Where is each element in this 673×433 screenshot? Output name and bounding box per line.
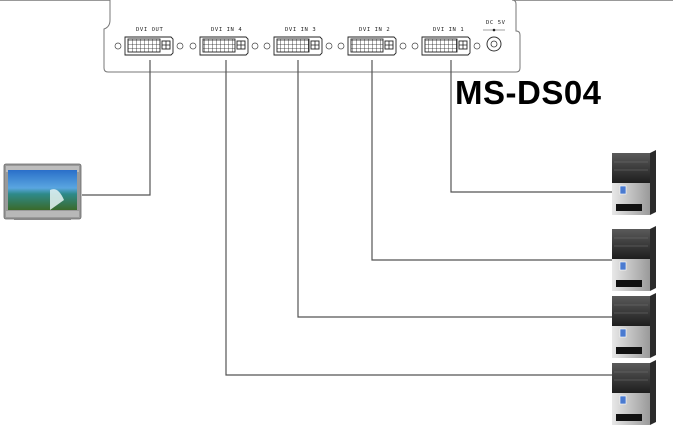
tower-pc-icon [612,150,656,215]
pc-drive-bays [612,153,650,183]
monitor-stand [14,218,71,220]
pc-badge [619,261,627,271]
computers [612,150,656,425]
wire-dvi-out-to-monitor [82,60,151,196]
dvi-analog-cross [311,41,319,49]
dvi-port-in2: DVI IN 2 [337,27,407,56]
port-label: DVI IN 3 [285,27,316,33]
pc-drive-bays [612,363,650,393]
wire-dvi-in-1 [450,60,612,193]
pc-front-slot [616,414,642,421]
pc-drive-bays [612,229,650,259]
dvi-pin-grid [424,38,458,53]
port-screw-hole-icon [114,42,122,50]
port-screw-hole-icon [325,42,333,50]
monitor-bezel-top [6,166,79,172]
wire-dvi-in-2 [371,60,612,261]
tower-pc-icon [612,226,656,291]
pc-drive-bays [612,296,650,326]
dvi-pin-grid [127,38,161,53]
tower-pc-icon [612,360,656,425]
monitor-speaker-bar [6,211,79,217]
dvi-analog-cross [459,41,467,49]
pc-badge [619,395,627,405]
switch-panel [103,0,521,73]
switch-ports: DVI OUT DVI IN 4 DVI IN 3 DVI IN 2 DVI IN 1 [114,27,481,56]
wire-dvi-in-4 [225,60,612,376]
port-label: DVI IN 2 [359,27,390,33]
port-screw-hole-icon [176,42,184,50]
monitor-screen-beach [50,189,64,210]
flat-panel-monitor-icon [3,163,82,220]
dvi-port-out: DVI OUT [114,27,184,56]
port-screw-hole-icon [189,42,197,50]
wires [82,60,612,376]
port-screw-hole-icon [399,42,407,50]
port-screw-hole-icon [411,42,419,50]
dvi-port-in3: DVI IN 3 [263,27,333,56]
pc-badge [619,185,627,195]
port-screw-hole-icon [263,42,271,50]
dvi-pin-grid [276,38,310,53]
dvi-port-in1: DVI IN 1 [411,27,481,56]
pc-badge [619,328,627,338]
port-label: DVI IN 4 [211,27,242,33]
model-name: MS-DS04 [455,74,602,111]
port-screw-hole-icon [251,42,259,50]
dvi-analog-cross [237,41,245,49]
pc-side-panel [650,360,656,425]
dvi-analog-cross [385,41,393,49]
wire-dvi-in-3 [297,60,612,318]
power-label: DC 5V [486,20,506,26]
pc-front-slot [616,280,642,287]
pc-front-slot [616,204,642,211]
dvi-pin-grid [350,38,384,53]
pc-side-panel [650,293,656,358]
power-polarity-dot [492,28,496,32]
pc-front-slot [616,347,642,354]
port-screw-hole-icon [473,42,481,50]
port-label: DVI OUT [136,27,163,33]
pc-side-panel [650,226,656,291]
dvi-pin-grid [202,38,236,53]
monitor-screen [8,170,77,210]
port-label: DVI IN 1 [433,27,464,33]
dc-power-jack-inner [490,40,498,48]
pc-side-panel [650,150,656,215]
port-screw-hole-icon [337,42,345,50]
power-jack: DC 5V [483,20,506,52]
tower-pc-icon [612,293,656,358]
dvi-analog-cross [162,41,170,49]
dvi-port-in4: DVI IN 4 [189,27,259,56]
